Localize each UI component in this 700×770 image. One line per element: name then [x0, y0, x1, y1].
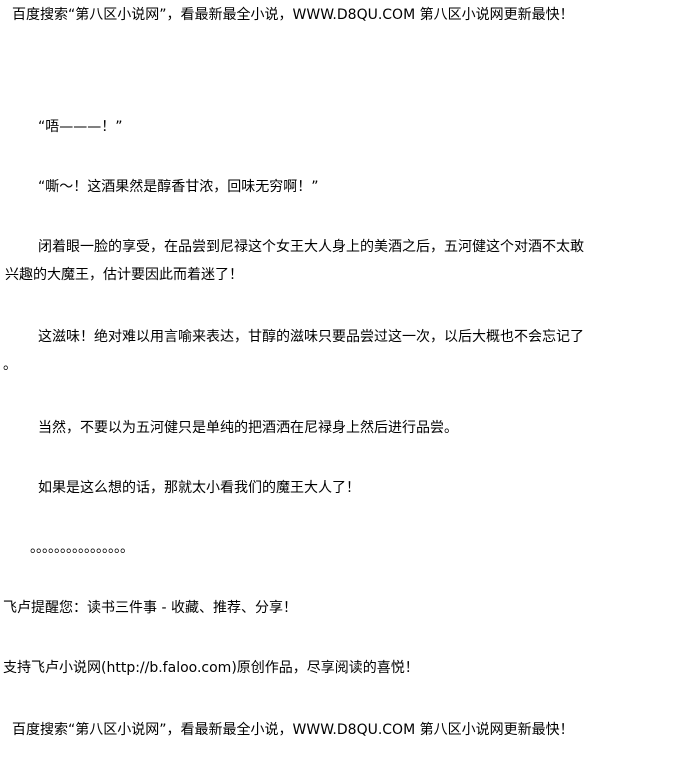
paragraph: 这滋味！绝对难以用言喻来表达，甘醇的滋味只要品尝过这一次，以后大概也不会忘记了: [38, 329, 584, 345]
paragraph-continued: 。: [3, 357, 17, 373]
paragraph: “唔———！”: [38, 119, 123, 135]
paragraph: 闭着眼一脸的享受，在品尝到尼禄这个女王大人身上的美酒之后，五河健这个对酒不太敢: [38, 239, 584, 255]
paragraph: 当然，不要以为五河健只是单纯的把酒洒在尼禄身上然后进行品尝。: [38, 420, 458, 436]
footer-reminder: 飞卢提醒您：读书三件事 - 收藏、推荐、分享！: [3, 600, 297, 616]
footer-support: 支持飞卢小说网(http://b.faloo.com)原创作品，尽享阅读的喜悦！: [3, 660, 419, 676]
header-ad-text: 百度搜索“第八区小说网”，看最新最全小说，WWW.D8QU.COM 第八区小说网…: [12, 7, 574, 23]
ellipsis-line: 。。。。。。。。。。。。。。。。: [30, 540, 134, 556]
footer-ad-text: 百度搜索“第八区小说网”，看最新最全小说，WWW.D8QU.COM 第八区小说网…: [12, 722, 574, 738]
paragraph: “嘶～！这酒果然是醇香甘浓，回味无穷啊！”: [38, 179, 319, 195]
paragraph: 如果是这么想的话，那就太小看我们的魔王大人了！: [38, 480, 360, 496]
paragraph-continued: 兴趣的大魔王，估计要因此而着迷了！: [5, 267, 243, 283]
